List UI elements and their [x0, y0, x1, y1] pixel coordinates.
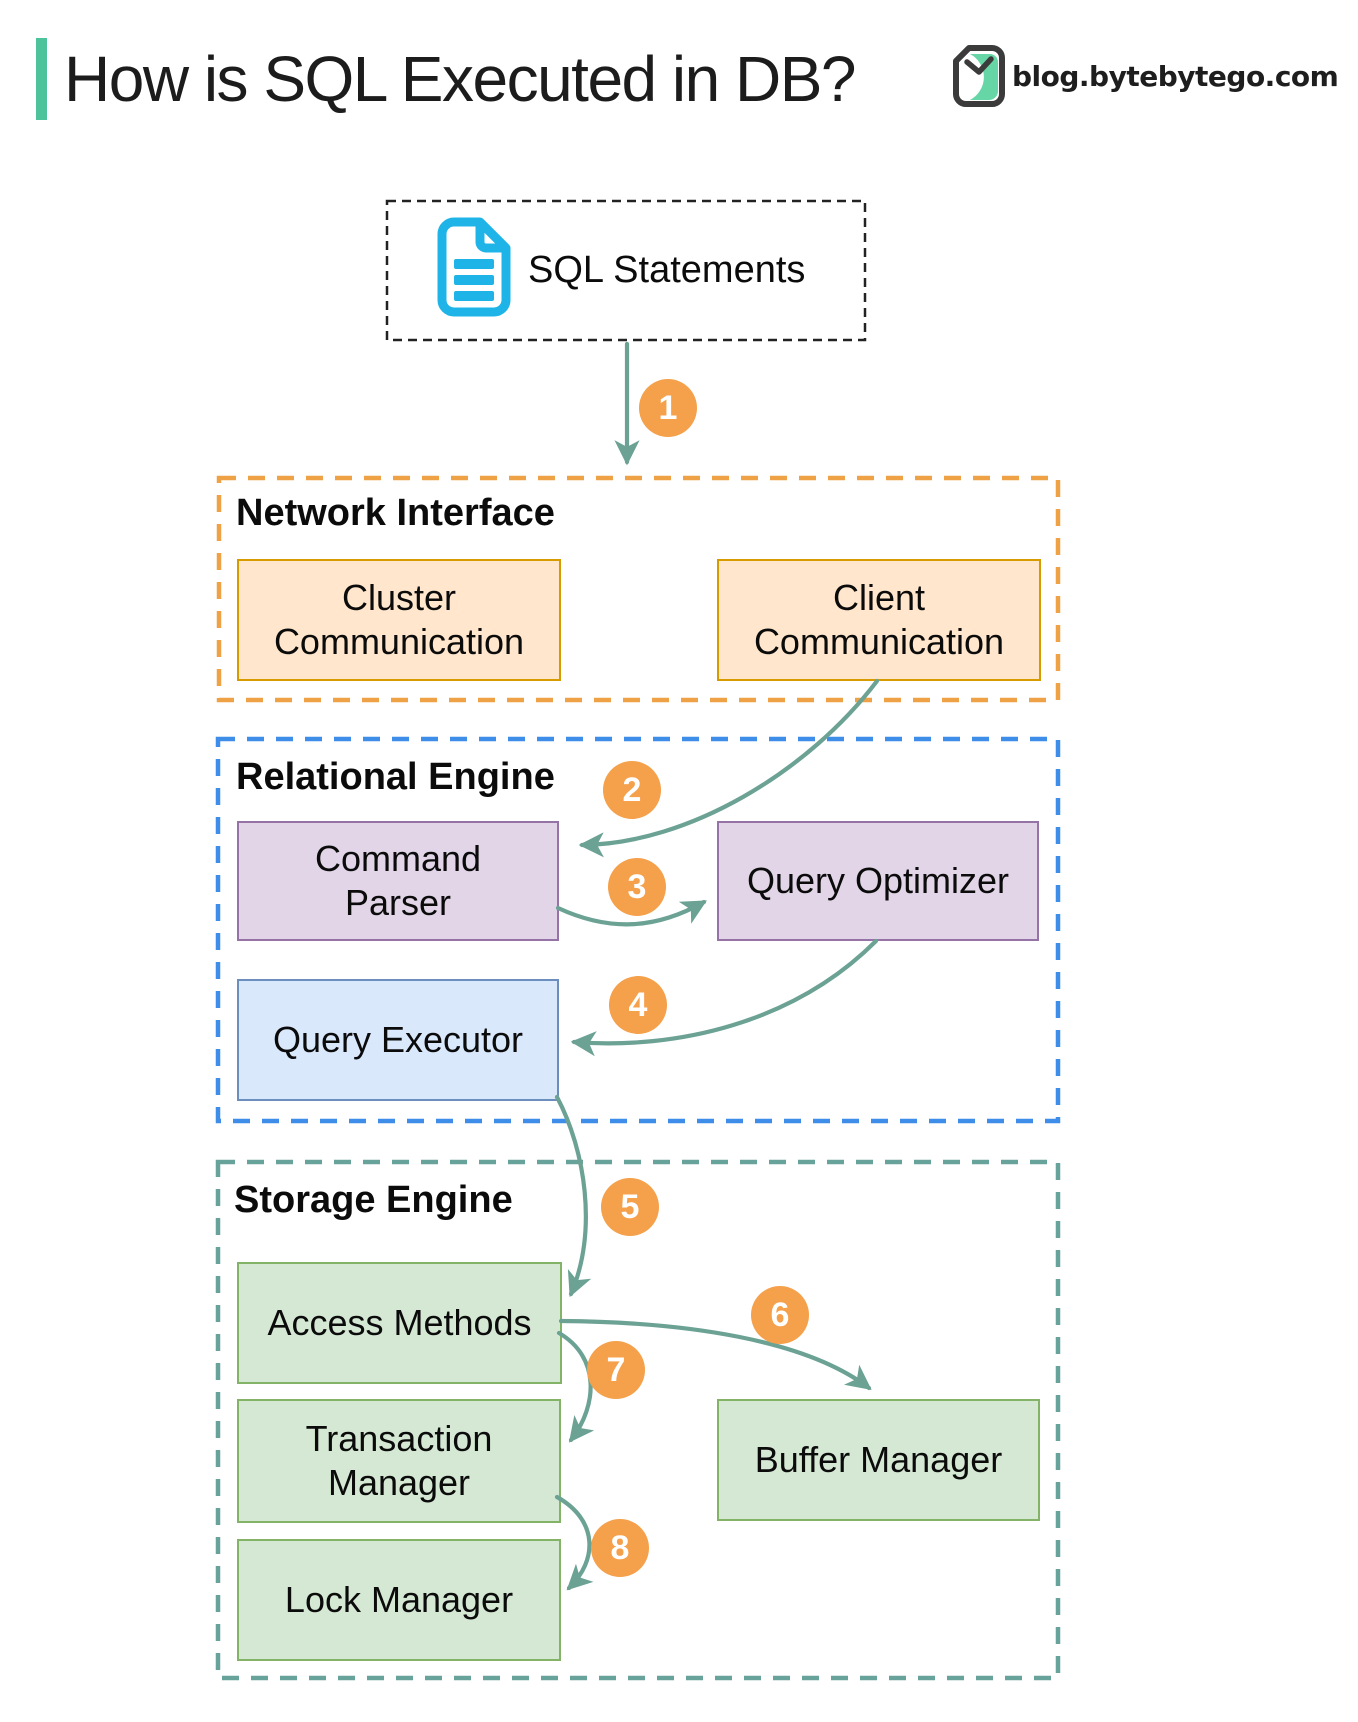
arrow-step-6 [558, 1318, 872, 1391]
node-label-cluster-communication: Cluster Communication [273, 577, 525, 662]
node-lock-manager-box [237, 1539, 561, 1661]
node-label-access-methods: Access Methods [267, 1302, 532, 1344]
arrow-step-7 [556, 1330, 595, 1443]
node-label-query-optimizer: Query Optimizer [746, 860, 1010, 902]
page-title: How is SQL Executed in DB? [64, 43, 857, 115]
title-accent-bar [36, 38, 47, 120]
node-command-parser-box [237, 821, 559, 941]
arrow-step-4 [570, 938, 879, 1057]
group-label-storage-engine: Storage Engine [234, 1179, 513, 1221]
arrow-step-5 [554, 1094, 592, 1298]
group-label-network-interface: Network Interface [236, 492, 555, 534]
brand-url: blog.bytebytego.com [1012, 59, 1339, 93]
node-cluster-communication-box [237, 559, 561, 681]
step-badge-6: 6 [751, 1286, 809, 1344]
node-label-buffer-manager: Buffer Manager [754, 1439, 1003, 1481]
step-badge-3: 3 [608, 858, 666, 916]
step-badge-1: 1 [639, 379, 697, 437]
node-label-client-communication: Client Communication [753, 577, 1005, 662]
step-badge-8: 8 [591, 1519, 649, 1577]
node-query-optimizer-box [717, 821, 1039, 941]
document-icon [437, 217, 511, 317]
sql-statements-label: SQL Statements [528, 249, 806, 291]
node-label-lock-manager: Lock Manager [284, 1579, 514, 1621]
node-label-command-parser: Command Parser [314, 838, 482, 923]
step-badge-4: 4 [609, 976, 667, 1034]
group-box-relational-engine [215, 736, 1061, 1124]
group-box-network-interface [216, 475, 1061, 703]
arrow-step-3 [555, 899, 707, 927]
node-buffer-manager-box [717, 1399, 1040, 1521]
step-badge-5: 5 [601, 1178, 659, 1236]
node-transaction-manager-box [237, 1399, 561, 1523]
node-label-transaction-manager: Transaction Manager [305, 1418, 493, 1503]
node-access-methods-box [237, 1262, 562, 1384]
node-label-query-executor: Query Executor [272, 1019, 524, 1061]
node-client-communication-box [717, 559, 1041, 681]
group-label-relational-engine: Relational Engine [236, 756, 555, 798]
group-box-storage-engine [215, 1159, 1061, 1681]
node-query-executor-box [237, 979, 559, 1101]
brand: blog.bytebytego.com [952, 44, 1339, 108]
arrow-step-2 [578, 678, 880, 858]
bytebytego-logo-icon [953, 45, 1005, 107]
arrow-step-8 [554, 1494, 594, 1591]
step-badge-7: 7 [587, 1341, 645, 1399]
step-badge-2: 2 [603, 761, 661, 819]
